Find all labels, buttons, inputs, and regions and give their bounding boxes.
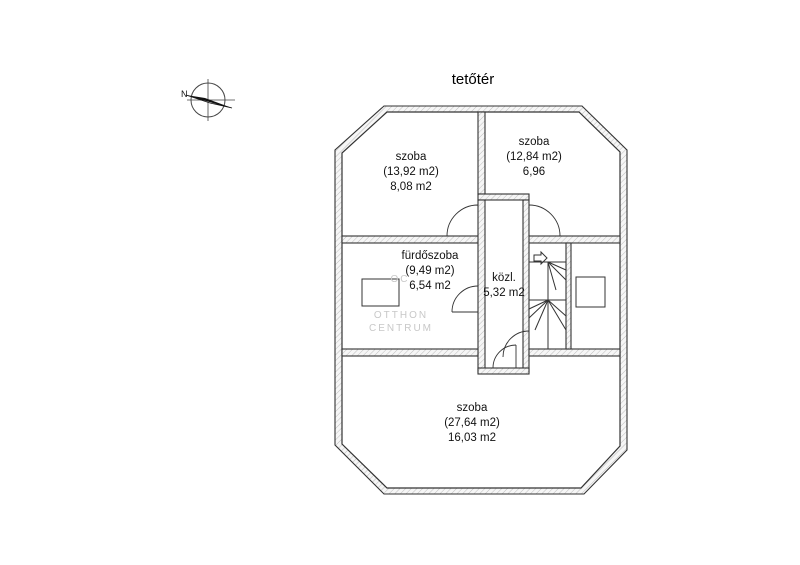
room-name: fürdőszoba [402,250,460,262]
room-area: 5,32 m2 [483,287,525,299]
room-name: közl. [492,272,516,284]
interior-walls [341,111,621,375]
room-area-gross: (9,49 m2) [405,265,454,277]
room-label-corridor: közl. 5,32 m2 [483,272,525,299]
compass-icon: N [181,79,235,121]
room-label-bedroom-2: szoba (12,84 m2) 6,96 [506,136,562,178]
watermark-line1: OTTHON [374,310,428,321]
room-label-bathroom: fürdőszoba (9,49 m2) 6,54 m2 [402,250,460,292]
room-area-gross: (12,84 m2) [506,151,562,163]
watermark: OC OTTHON CENTRUM [369,274,433,334]
watermark-line2: CENTRUM [369,323,433,334]
compass-north-label: N [181,89,188,99]
bath-fixture [361,278,400,307]
room-area-net: 6,54 m2 [409,280,451,292]
room-area-net: 6,96 [523,166,545,178]
skylight [575,276,606,308]
room-name: szoba [519,136,550,148]
room-area-net: 8,08 m2 [390,181,432,193]
room-name: szoba [457,402,488,414]
room-name: szoba [396,151,427,163]
floor-title: tetőtér [452,71,495,88]
staircase [528,242,567,350]
room-label-bedroom-3: szoba (27,64 m2) 16,03 m2 [444,402,500,444]
room-area-net: 16,03 m2 [448,432,496,444]
watermark-logo: OC [391,274,410,285]
room-area-gross: (27,64 m2) [444,417,500,429]
room-label-bedroom-1: szoba (13,92 m2) 8,08 m2 [383,151,439,193]
doors [446,204,561,369]
room-area-gross: (13,92 m2) [383,166,439,178]
